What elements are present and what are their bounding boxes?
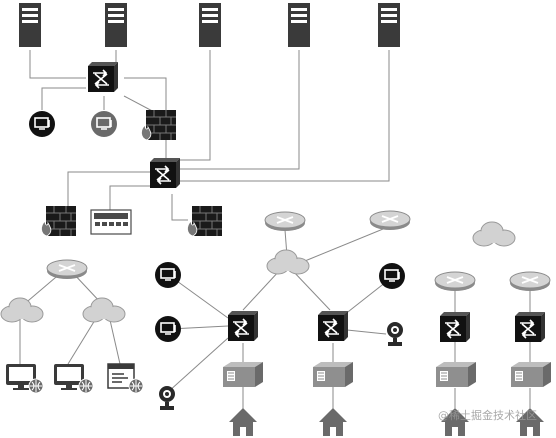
globe-icon: [28, 378, 44, 394]
router-icon: [264, 211, 306, 232]
monitor-badge-icon: [28, 110, 56, 138]
patch-panel-icon: [90, 209, 132, 235]
switch-icon: [227, 310, 259, 342]
monitor-badge-icon: [154, 315, 182, 343]
switch-icon: [439, 311, 471, 343]
switch-icon: [514, 311, 546, 343]
firewall-icon: [186, 205, 223, 237]
cloud-icon: [472, 221, 516, 247]
router-icon: [369, 210, 411, 231]
camera-icon: [159, 386, 175, 410]
router-icon: [434, 271, 476, 292]
router-icon: [509, 271, 551, 292]
camera-icon: [387, 322, 403, 346]
host-box-icon: [435, 361, 477, 388]
connection-lines: [19, 50, 531, 410]
house-icon: [229, 408, 257, 436]
switch-icon: [317, 310, 349, 342]
cloud-icon: [82, 297, 126, 323]
firewall-icon: [40, 205, 77, 237]
monitor-badge-icon: [154, 261, 182, 289]
cloud-icon: [0, 297, 44, 323]
monitor-badge-icon: [90, 110, 118, 138]
server-icon: [378, 3, 400, 47]
firewall-icon: [140, 109, 177, 141]
switch-icon: [87, 61, 119, 93]
host-box-icon: [222, 361, 264, 388]
host-box-icon: [312, 361, 354, 388]
server-icon: [19, 3, 41, 47]
cloud-icon: [266, 249, 310, 275]
host-box-icon: [510, 361, 552, 388]
globe-icon: [128, 378, 144, 394]
server-icon: [105, 3, 127, 47]
watermark-text: @稀土掘金技术社区: [438, 409, 537, 422]
globe-icon: [78, 378, 94, 394]
router-icon: [46, 259, 88, 280]
server-icon: [199, 3, 221, 47]
monitor-badge-icon: [378, 262, 406, 290]
switch-icon: [149, 157, 181, 189]
house-icon: [319, 408, 347, 436]
server-icon: [288, 3, 310, 47]
